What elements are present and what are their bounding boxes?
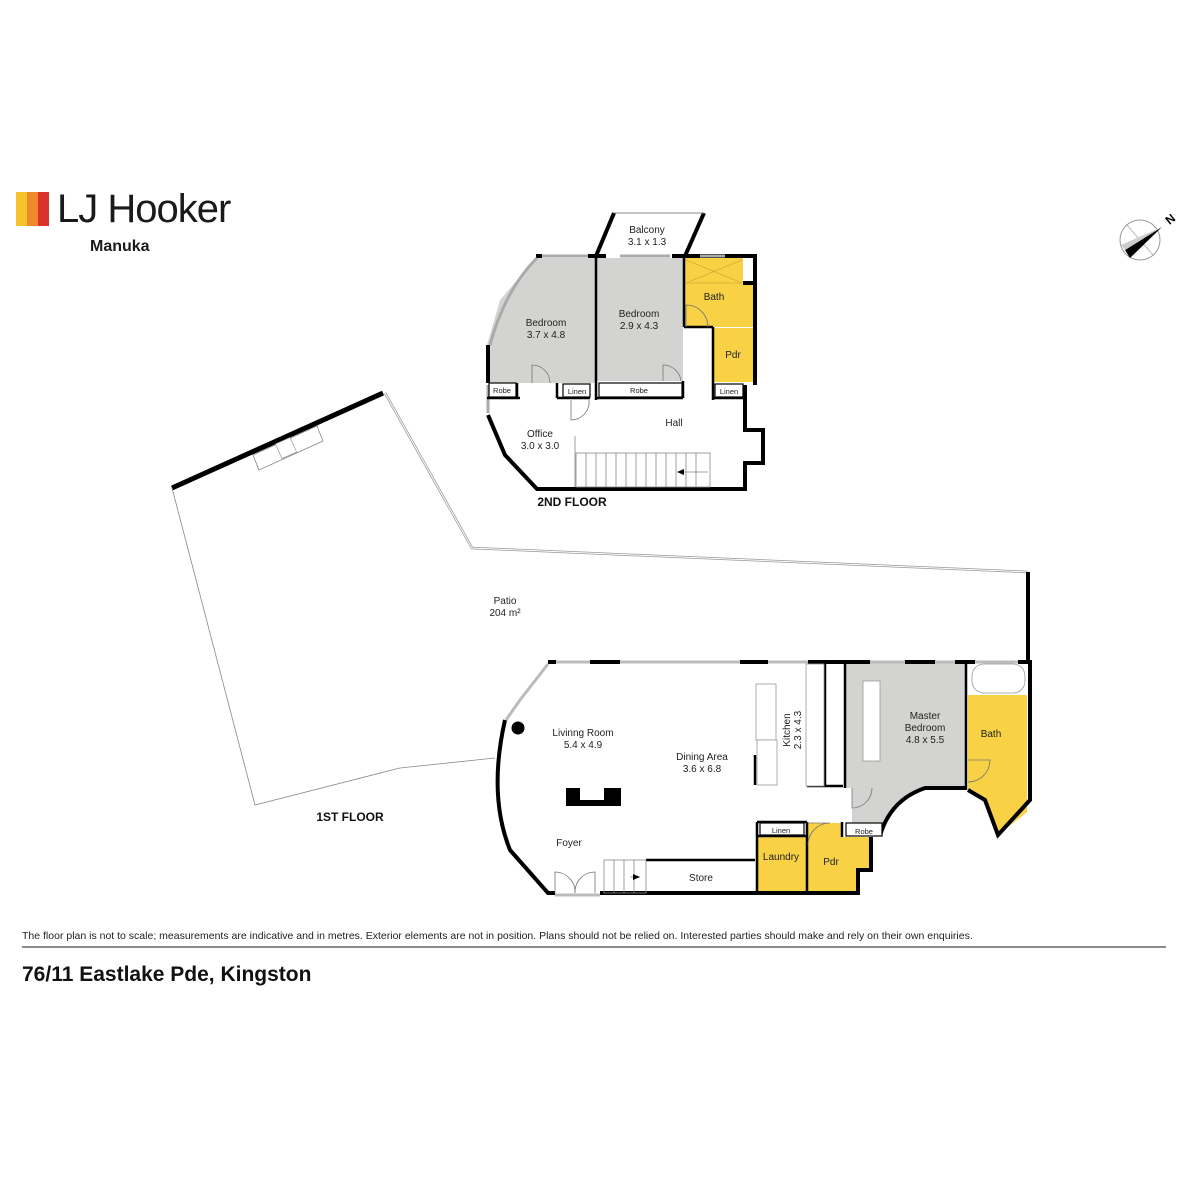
first-floor-plan: [495, 660, 1032, 897]
svg-text:Linen: Linen: [772, 826, 790, 835]
svg-text:Patio: Patio: [494, 596, 517, 607]
disclaimer-text: The floor plan is not to scale; measurem…: [22, 930, 973, 942]
svg-text:Pdr: Pdr: [725, 350, 741, 361]
footer-divider: [22, 946, 1166, 948]
patio-outline: [170, 390, 1030, 806]
svg-text:Hall: Hall: [665, 418, 682, 429]
svg-text:Linen: Linen: [568, 387, 586, 396]
svg-text:2.3 x 4.3: 2.3 x 4.3: [793, 710, 804, 749]
svg-text:204 m²: 204 m²: [489, 608, 521, 619]
svg-text:2.9 x 4.3: 2.9 x 4.3: [620, 321, 659, 332]
svg-text:Bath: Bath: [981, 729, 1002, 740]
north-arrow-icon: N: [1119, 211, 1179, 261]
svg-text:Master: Master: [910, 711, 941, 722]
svg-text:Balcony: Balcony: [629, 225, 665, 236]
svg-text:Dining Area: Dining Area: [676, 752, 728, 763]
svg-text:Store: Store: [689, 873, 713, 884]
svg-text:Bedroom: Bedroom: [905, 723, 946, 734]
brand-logo: LJ Hooker: [16, 187, 231, 231]
office-name: Manuka: [90, 238, 150, 255]
svg-text:Foyer: Foyer: [556, 838, 582, 849]
svg-text:4.8 x 5.5: 4.8 x 5.5: [906, 735, 945, 746]
svg-text:3.6 x 6.8: 3.6 x 6.8: [683, 764, 722, 775]
svg-text:Linen: Linen: [720, 387, 738, 396]
svg-text:N: N: [1163, 211, 1179, 227]
svg-text:Robe: Robe: [855, 827, 873, 836]
svg-text:3.7 x 4.8: 3.7 x 4.8: [527, 330, 566, 341]
svg-text:Robe: Robe: [493, 386, 511, 395]
svg-text:Bedroom: Bedroom: [526, 318, 567, 329]
property-address: 76/11 Eastlake Pde, Kingston: [22, 963, 312, 986]
svg-text:3.1 x 1.3: 3.1 x 1.3: [628, 237, 667, 248]
second-floor-plan: [486, 212, 765, 491]
svg-text:Office: Office: [527, 429, 553, 440]
svg-text:Laundry: Laundry: [763, 852, 799, 863]
svg-text:Kitchen: Kitchen: [782, 713, 793, 746]
svg-text:5.4 x 4.9: 5.4 x 4.9: [564, 740, 603, 751]
svg-text:Pdr: Pdr: [823, 857, 839, 868]
svg-text:1ST FLOOR: 1ST FLOOR: [316, 810, 384, 824]
svg-text:Livinng Room: Livinng Room: [552, 728, 613, 739]
first-floor-labels: Patio 204 m² Livinng Room 5.4 x 4.9 Dini…: [316, 596, 1001, 884]
logo-color-bars-icon: [16, 192, 49, 226]
svg-text:Bath: Bath: [704, 292, 725, 303]
svg-text:Robe: Robe: [630, 386, 648, 395]
second-floor-labels: Balcony 3.1 x 1.3 Bedroom 3.7 x 4.8 Bedr…: [493, 225, 741, 509]
svg-text:3.0 x 3.0: 3.0 x 3.0: [521, 441, 560, 452]
svg-text:2ND FLOOR: 2ND FLOOR: [537, 495, 607, 509]
svg-text:Bedroom: Bedroom: [619, 309, 660, 320]
brand-name: LJ Hooker: [57, 187, 231, 231]
